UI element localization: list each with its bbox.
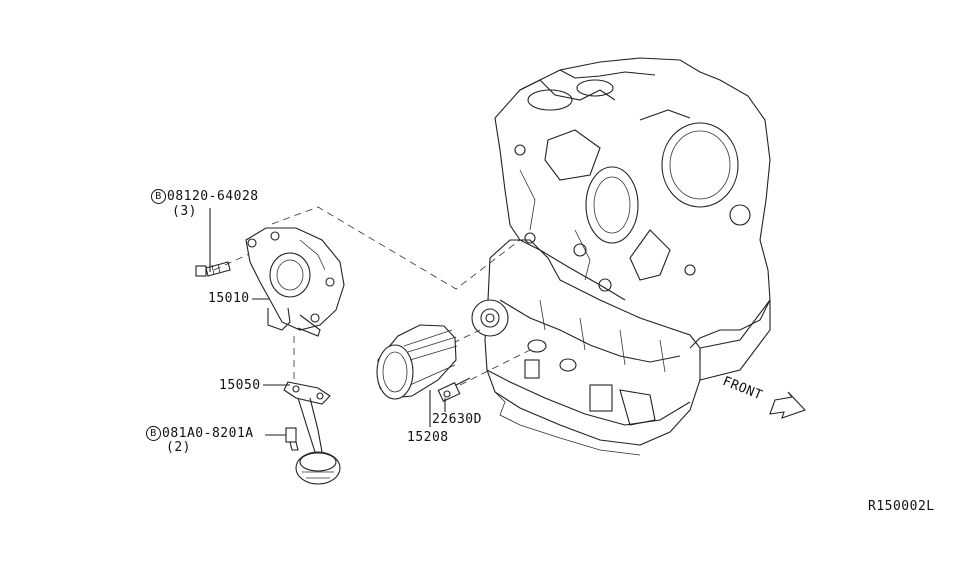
oil-filter [376,324,458,427]
oil-pump [245,227,345,337]
oil-filter-label: 15208 [407,430,449,445]
bolt-upper-qty: (3) [172,204,197,219]
strainer-label: 15050 [219,378,261,393]
bolt-lower-qty: (2) [166,440,191,455]
sensor-label: 22630D [432,412,482,427]
bolt-lower-code: 081A0-8201A [162,426,254,441]
front-arrow [769,391,806,419]
bolt-marker-icon: B [146,426,161,441]
engine-block [471,57,771,456]
bolt-marker-icon: B [151,189,166,204]
oil-pressure-sensor [437,377,471,412]
oil-strainer [283,381,341,485]
bolt-upper [195,208,231,277]
reference-code: R150002L [868,499,935,514]
bolt-upper-code: 08120-64028 [167,189,259,204]
oil-pump-label: 15010 [208,291,250,306]
bolt-lower [265,427,299,451]
